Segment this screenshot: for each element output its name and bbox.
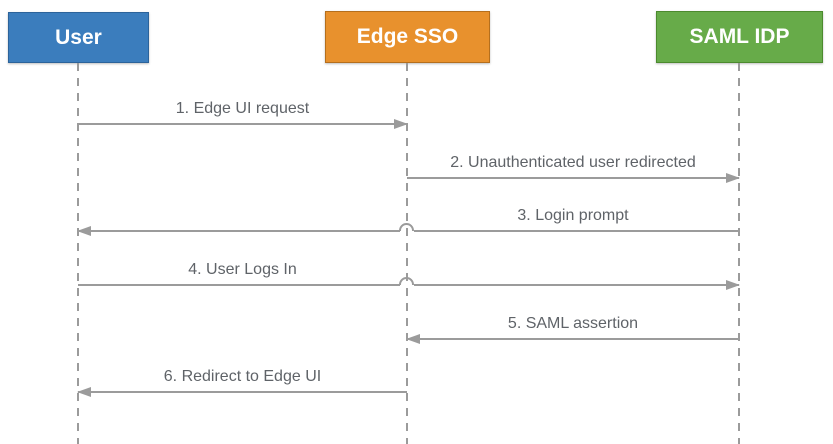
arrow-line — [407, 177, 739, 179]
arrowhead-left-icon — [77, 387, 91, 397]
message-3-login-prompt: 3. Login prompt — [77, 204, 739, 236]
message-4-user-logs-in: 4. User Logs In — [78, 258, 740, 290]
arrow-line — [78, 391, 407, 393]
message-1-edge-ui-request: 1. Edge UI request — [78, 97, 408, 129]
lifeline-edge-sso — [406, 63, 408, 444]
message-5-saml-assertion: 5. SAML assertion — [406, 312, 739, 344]
message-6-redirect-to-edge-ui: 6. Redirect to Edge UI — [77, 365, 407, 397]
actor-label-user: User — [55, 25, 102, 49]
arrow-line — [414, 284, 739, 286]
lifeline-saml-idp — [738, 63, 740, 444]
message-label: 1. Edge UI request — [175, 100, 310, 117]
actor-box-user: User — [8, 12, 149, 63]
arrow-line — [78, 230, 400, 232]
line-hop-arc — [399, 277, 414, 285]
message-label: 2. Unauthenticated user redirected — [450, 154, 696, 171]
arrow-line — [414, 230, 739, 232]
arrow-line — [78, 123, 407, 125]
arrow-line — [407, 338, 739, 340]
lifeline-user — [77, 63, 79, 444]
actor-box-edge-sso: Edge SSO — [325, 11, 490, 63]
message-label: 5. SAML assertion — [507, 315, 639, 332]
actor-label-edge-sso: Edge SSO — [356, 25, 459, 48]
message-label: 6. Redirect to Edge UI — [163, 368, 322, 385]
arrow-line — [78, 284, 400, 286]
message-label: 4. User Logs In — [188, 261, 297, 278]
actor-box-saml-idp: SAML IDP — [656, 11, 823, 63]
message-2-unauthenticated-redirect: 2. Unauthenticated user redirected — [407, 151, 740, 183]
arrowhead-left-icon — [406, 334, 420, 344]
arrowhead-right-icon — [394, 119, 408, 129]
arrowhead-right-icon — [726, 280, 740, 290]
line-hop-arc — [399, 223, 414, 231]
arrowhead-right-icon — [726, 173, 740, 183]
arrowhead-left-icon — [77, 226, 91, 236]
message-label: 3. Login prompt — [517, 207, 629, 224]
actor-label-saml-idp: SAML IDP — [689, 25, 790, 48]
